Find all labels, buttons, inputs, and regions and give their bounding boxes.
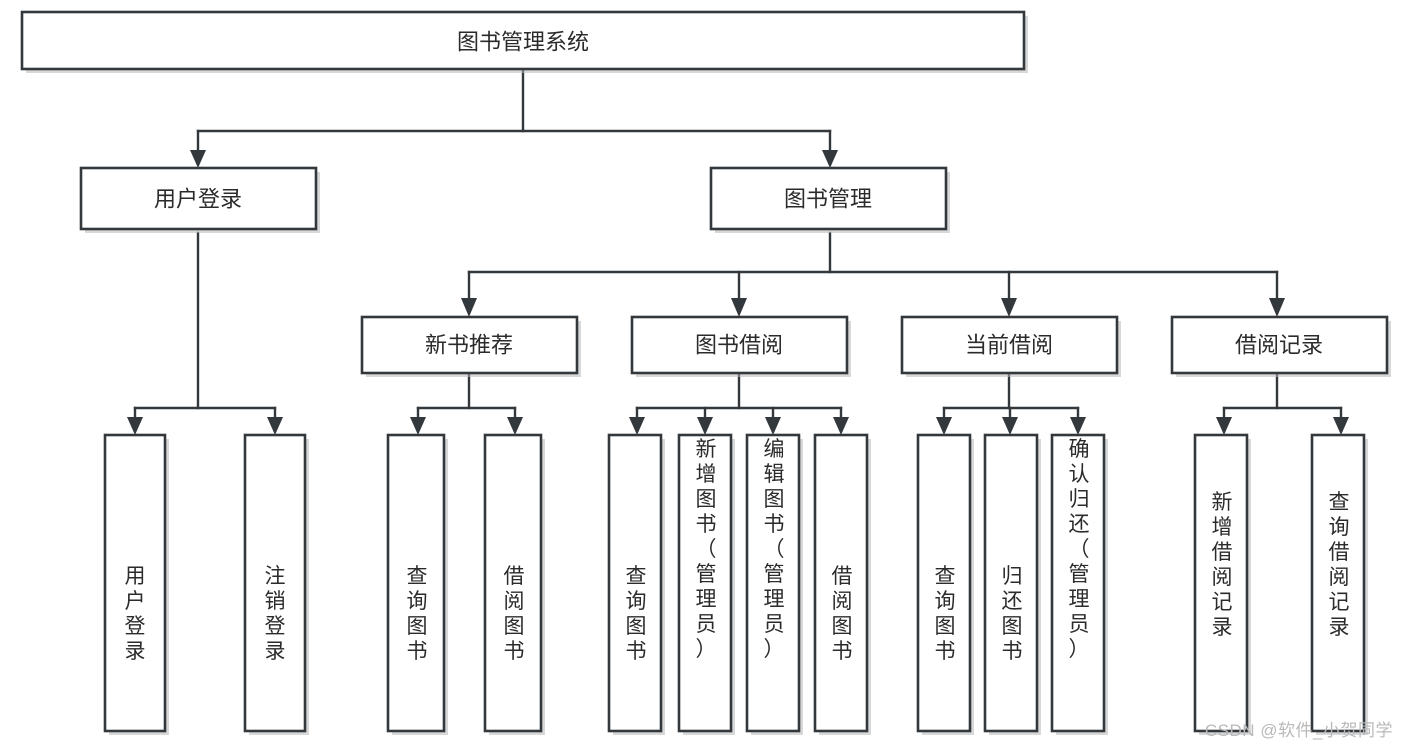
leaf-label: 归还图书: [1002, 565, 1023, 663]
node-box: [1193, 433, 1249, 733]
node-current-borrow[interactable]: 当前借阅: [900, 315, 1121, 377]
leaf-node-current-borrow-1[interactable]: 查询图书: [916, 433, 974, 735]
leaf-node-book-borrow-2[interactable]: 新增图书（管理员）: [677, 433, 735, 735]
leaf-label: 查询图书: [407, 565, 428, 663]
leaf-label: 查询图书: [626, 565, 647, 663]
leaf-label: 借阅图书: [504, 565, 525, 663]
node-box: [1170, 315, 1389, 375]
node-box: [709, 166, 948, 231]
arrow-head-bookborrow-leaf-2: [697, 417, 713, 435]
leaf-label: 编辑图书（管理员）: [764, 438, 785, 661]
leaf-label: 新增图书（管理员）: [696, 438, 717, 661]
leaf-node-book-borrow-4[interactable]: 借阅图书: [813, 433, 871, 735]
node-label-book-manage: 图书管理: [784, 187, 872, 212]
leaf-node-user-login-2[interactable]: 注销登录: [243, 433, 309, 735]
arrow-head-current-borrow: [1001, 298, 1017, 317]
arrow-head-currentborrow-leaf-2: [1002, 417, 1018, 435]
arrow-head-newbook-leaf-2: [507, 417, 523, 435]
node-box: [677, 433, 733, 733]
leaf-label: 查询借阅记录: [1329, 491, 1350, 639]
arrow-head-bookborrow-leaf-4: [833, 417, 849, 435]
node-box: [103, 433, 167, 733]
node-label-new-book-recommend: 新书推荐: [425, 333, 513, 358]
leaf-label: 用户登录: [125, 565, 146, 663]
leaf-label: 注销登录: [265, 565, 286, 663]
node-label-user-login: 用户登录: [154, 187, 242, 212]
node-box: [607, 433, 663, 733]
arrow-head-bookborrow-leaf-1: [629, 417, 645, 435]
arrow-head-leaf-user-login: [127, 417, 143, 435]
arrow-head-currentborrow-leaf-1: [936, 417, 952, 435]
leaf-label: 新增借阅记录: [1212, 491, 1233, 639]
node-box: [916, 433, 972, 733]
arrow-head-bookborrow-leaf-3: [765, 417, 781, 435]
node-label-borrow-record: 借阅记录: [1235, 333, 1323, 358]
node-box: [1310, 433, 1366, 733]
leaf-node-user-login-1[interactable]: 用户登录: [103, 433, 169, 735]
node-box: [813, 433, 869, 733]
node-book-manage[interactable]: 图书管理: [709, 166, 950, 233]
leaf-node-borrow-record-1[interactable]: 新增借阅记录: [1193, 433, 1251, 735]
arrow-head-book-manage: [822, 150, 838, 168]
node-box: [630, 315, 849, 375]
node-user-login[interactable]: 用户登录: [79, 166, 320, 233]
node-box: [483, 433, 543, 733]
arrow-head-borrowrecord-leaf-1: [1216, 417, 1232, 435]
arrow-head-user-login: [190, 150, 206, 168]
node-box: [20, 10, 1026, 71]
node-box: [983, 433, 1039, 733]
arrow-head-book-borrow: [731, 298, 747, 317]
node-book-borrow[interactable]: 图书借阅: [630, 315, 851, 377]
node-root-system[interactable]: 图书管理系统: [20, 10, 1028, 73]
node-borrow-record[interactable]: 借阅记录: [1170, 315, 1391, 377]
leaf-label: 确认归还（管理员）: [1069, 438, 1090, 661]
node-label-root: 图书管理系统: [457, 30, 589, 55]
leaf-node-current-borrow-3[interactable]: 确认归还（管理员）: [1050, 433, 1108, 735]
connector-layer: [127, 67, 1349, 435]
node-box: [360, 315, 579, 375]
arrow-head-borrow-record: [1269, 298, 1285, 317]
node-box: [745, 433, 801, 733]
node-box: [243, 433, 307, 733]
node-box: [1050, 433, 1106, 733]
leaf-label: 查询图书: [935, 565, 956, 663]
node-label-book-borrow: 图书借阅: [695, 333, 783, 358]
node-box: [386, 433, 446, 733]
arrow-head-newbook-leaf-1: [410, 417, 426, 435]
leaf-node-book-borrow-3[interactable]: 编辑图书（管理员）: [745, 433, 803, 735]
arrow-head-leaf-logout: [267, 417, 283, 435]
leaf-node-current-borrow-2[interactable]: 归还图书: [983, 433, 1041, 735]
node-new-book-recommend[interactable]: 新书推荐: [360, 315, 581, 377]
node-box: [79, 166, 318, 231]
node-label-current-borrow: 当前借阅: [965, 333, 1053, 358]
arrow-head-currentborrow-leaf-3: [1070, 417, 1086, 435]
node-box: [900, 315, 1119, 375]
arrow-head-new-book: [461, 298, 477, 317]
leaf-node-book-borrow-1[interactable]: 查询图书: [607, 433, 665, 735]
arrow-head-borrowrecord-leaf-2: [1333, 417, 1349, 435]
leaf-node-new-book-2[interactable]: 借阅图书: [483, 433, 545, 735]
leaf-node-new-book-1[interactable]: 查询图书: [386, 433, 448, 735]
leaf-node-borrow-record-2[interactable]: 查询借阅记录: [1310, 433, 1368, 735]
leaf-label: 借阅图书: [832, 565, 853, 663]
